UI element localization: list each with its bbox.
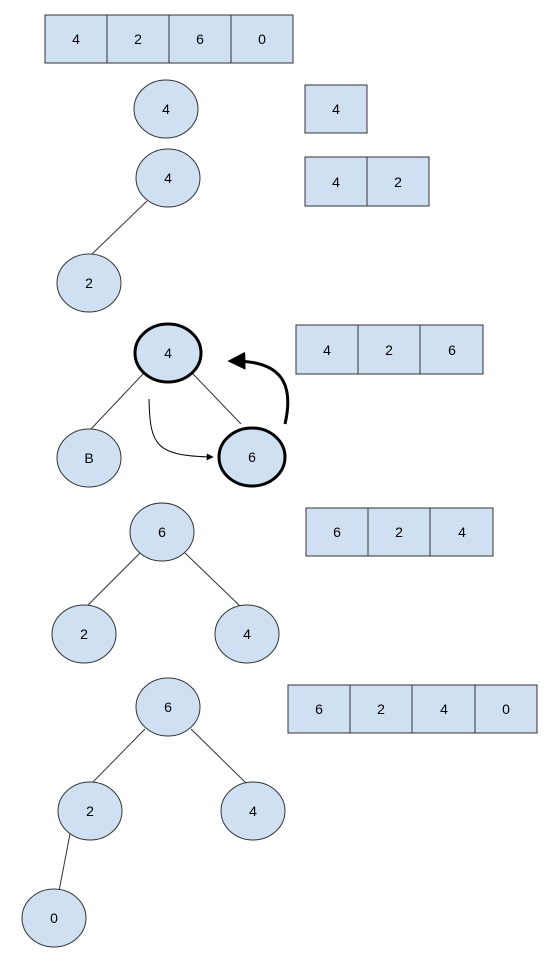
tree-edge [184,552,242,608]
tree-edge [85,552,141,608]
array-cell: 0 [230,14,294,64]
array-cell-value: 2 [385,342,393,358]
array-cell: 2 [349,684,413,734]
tree-node: 6 [135,677,201,737]
array-cell-value: 4 [440,701,448,717]
tree-node-value: 6 [248,449,256,465]
step-5: 6 2 4 0 6 2 4 [21,677,538,948]
tree-node-highlighted: 6 [217,426,287,488]
tree-edge [58,833,71,892]
tree-node-value: 4 [162,101,170,117]
step-array: 4 2 [304,156,430,207]
tree-edge [190,728,247,784]
array-cell-value: 4 [458,524,466,540]
initial-array: 4 2 6 0 [44,14,294,64]
array-cell: 6 [287,684,351,734]
insert-arrow [148,398,214,461]
array-cell: 4 [411,684,476,734]
tree-node-value: 4 [243,626,251,642]
array-cell-value: 4 [72,31,80,47]
array-cell: 2 [106,14,170,64]
tree-node-value: B [84,450,93,466]
tree-node-value: 4 [164,345,172,361]
array-cell-value: 0 [258,31,266,47]
tree-edge [91,200,148,255]
array-cell-value: 2 [395,524,403,540]
tree-edge [192,373,242,425]
array-cell: 6 [419,324,484,375]
array-cell-value: 2 [377,701,385,717]
array-cell: 4 [295,324,359,375]
tree-node: 0 [21,888,87,948]
tree-node: 2 [56,253,122,313]
tree-node: B [56,428,122,488]
swap-up-arrow [227,351,290,425]
array-cell-value: 4 [332,174,340,190]
tree-node: 2 [57,781,123,841]
array-cell-value: 6 [196,31,204,47]
array-cell: 4 [304,156,368,207]
array-cell-value: 6 [333,524,341,540]
step-4: 6 2 4 6 2 4 [51,502,494,664]
tree-node: 2 [51,604,117,664]
array-cell-value: 2 [394,174,402,190]
step-array: 4 [304,84,368,134]
tree-node-value: 6 [158,524,166,540]
array-cell: 2 [367,507,431,557]
step-2: 4 2 4 2 [56,148,430,313]
tree-node: 4 [214,604,280,664]
step-3: 4 B 6 4 2 6 [56,322,484,488]
tree-node-value: 4 [164,170,172,186]
tree-node: 6 [129,502,195,562]
array-cell: 6 [168,14,232,64]
tree-node-value: 2 [80,626,88,642]
step-array: 4 2 6 [295,324,484,375]
array-cell-value: 6 [315,701,323,717]
step-array: 6 2 4 0 [287,684,538,734]
step-array: 6 2 4 [305,507,494,557]
array-cell: 4 [429,507,494,557]
tree-node-value: 2 [86,803,94,819]
tree-node: 4 [220,781,286,841]
tree-node-value: 0 [50,910,58,926]
array-cell-value: 4 [323,342,331,358]
tree-node-highlighted: 4 [133,322,203,384]
step-1: 4 4 [133,79,368,139]
tree-node-value: 2 [85,275,93,291]
tree-node-value: 4 [249,803,257,819]
array-cell: 6 [305,507,369,557]
array-cell: 4 [304,84,368,134]
tree-edge [91,728,146,784]
tree-node: 4 [135,148,201,208]
tree-node-value: 6 [164,699,172,715]
array-cell: 2 [366,156,430,207]
array-cell-value: 2 [134,31,142,47]
tree-edge [90,373,144,430]
array-cell-value: 0 [502,701,510,717]
array-cell-value: 6 [448,342,456,358]
array-cell: 2 [357,324,421,375]
tree-node: 4 [133,79,199,139]
array-cell-value: 4 [332,101,340,117]
array-cell: 0 [474,684,538,734]
array-cell: 4 [44,14,108,64]
